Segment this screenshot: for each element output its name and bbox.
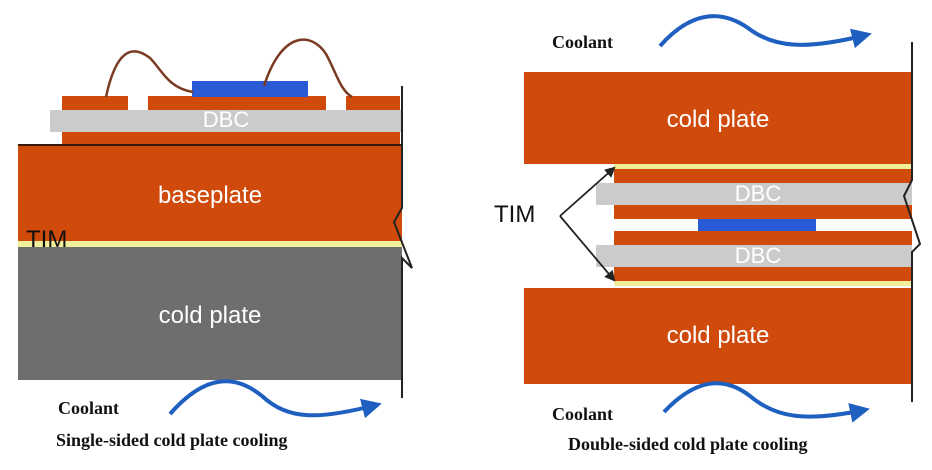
dbc-top — [596, 183, 912, 205]
coolant-arrow-bottom-right — [662, 381, 870, 423]
dbc-top-copper-upper — [614, 169, 912, 183]
cold-plate-top-label: cold plate — [666, 106, 770, 133]
copper-trace-left — [62, 96, 128, 110]
dbc-top-copper-lower — [614, 205, 912, 219]
dbc-bottom-copper-upper — [614, 231, 912, 245]
power-chip-double — [698, 219, 816, 231]
tim-top — [614, 164, 912, 169]
coolant-arrow-top-right — [658, 14, 872, 49]
cold-plate-bottom-label: cold plate — [666, 322, 770, 349]
dbc-bottom-copper — [62, 132, 400, 144]
coolant-label-top-right: Coolant — [552, 32, 614, 52]
bond-wire-left — [104, 50, 194, 98]
copper-trace-middle — [148, 96, 326, 110]
dbc-bottom-label: DBC — [734, 243, 782, 268]
cold-plate-top — [524, 72, 912, 164]
cold-plate-gray — [18, 247, 402, 380]
dbc-label: DBC — [202, 107, 250, 132]
coolant-label-bottom-right: Coolant — [552, 404, 614, 424]
tim-arrow-up — [559, 166, 616, 217]
break-line-right — [902, 42, 922, 402]
dbc-bottom — [596, 245, 912, 267]
dbc-top-label: DBC — [734, 181, 782, 206]
coolant-arrow-left — [168, 379, 382, 419]
tim-layer — [18, 241, 402, 247]
baseplate-label: baseplate — [157, 182, 263, 209]
tim-bottom — [614, 281, 912, 286]
caption-single-sided: Single-sided cold plate cooling — [56, 430, 288, 450]
copper-trace-right — [346, 96, 400, 110]
caption-double-sided: Double-sided cold plate cooling — [568, 434, 808, 454]
cold-plate-label-left: cold plate — [158, 302, 262, 329]
tim-arrow-down — [559, 215, 616, 282]
dbc-bottom-copper-lower — [614, 267, 912, 281]
break-line-left — [392, 86, 413, 398]
coolant-label-left: Coolant — [58, 398, 120, 418]
bond-wire-right — [262, 38, 353, 99]
baseplate — [18, 144, 402, 242]
tim-label-right: TIM — [494, 201, 536, 228]
power-chip — [192, 81, 308, 97]
cold-plate-bottom — [524, 288, 912, 384]
dbc-layer — [50, 110, 402, 132]
